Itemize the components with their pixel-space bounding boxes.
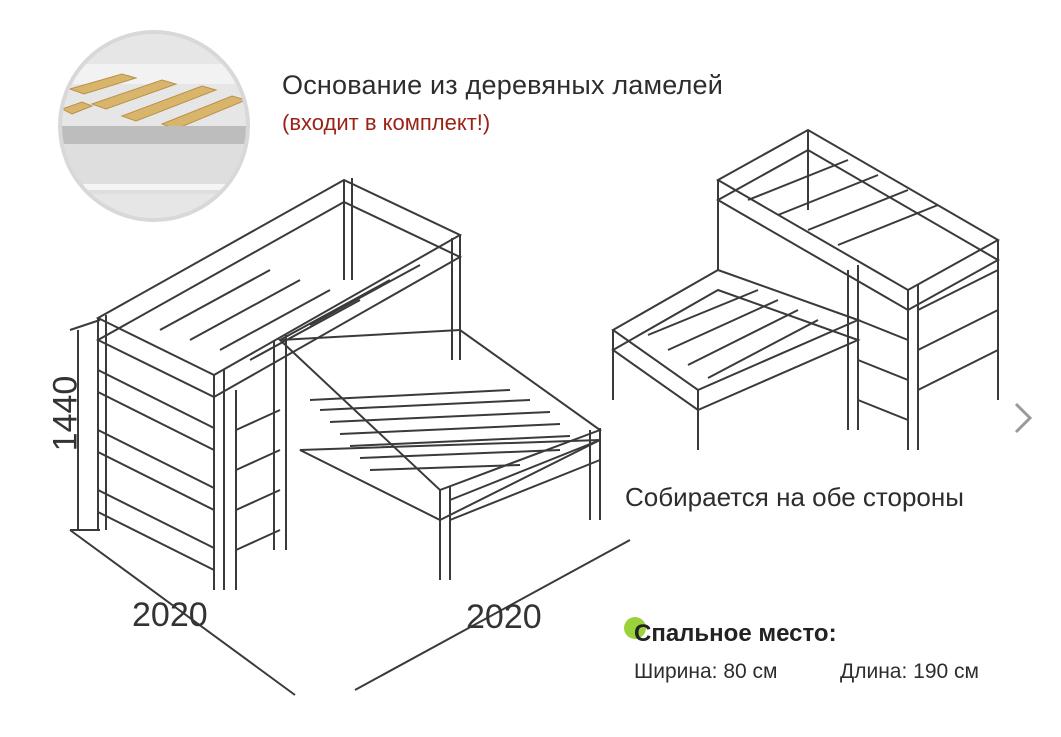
sleeping-length: Длина: 190 см [840, 660, 979, 683]
dimension-left: 2020 [132, 596, 208, 634]
sleeping-width: Ширина: 80 см [634, 660, 778, 683]
sleeping-place-title: Спальное место: [634, 620, 837, 647]
dimension-right: 2020 [466, 598, 542, 636]
dimension-height: 1440 [46, 375, 85, 452]
chevron-right-icon[interactable] [1010, 398, 1036, 438]
slat-base-photo [58, 30, 250, 222]
mirror-assembly-drawing [611, 128, 1001, 450]
page-title: Основание из деревяных ламелей [282, 70, 724, 100]
included-note: (входит в комплект!) [282, 110, 491, 135]
assembly-caption: Собирается на обе стороны [625, 482, 964, 512]
corner-bunk-bed-drawing [69, 178, 631, 696]
accent-dot-icon [624, 617, 646, 639]
